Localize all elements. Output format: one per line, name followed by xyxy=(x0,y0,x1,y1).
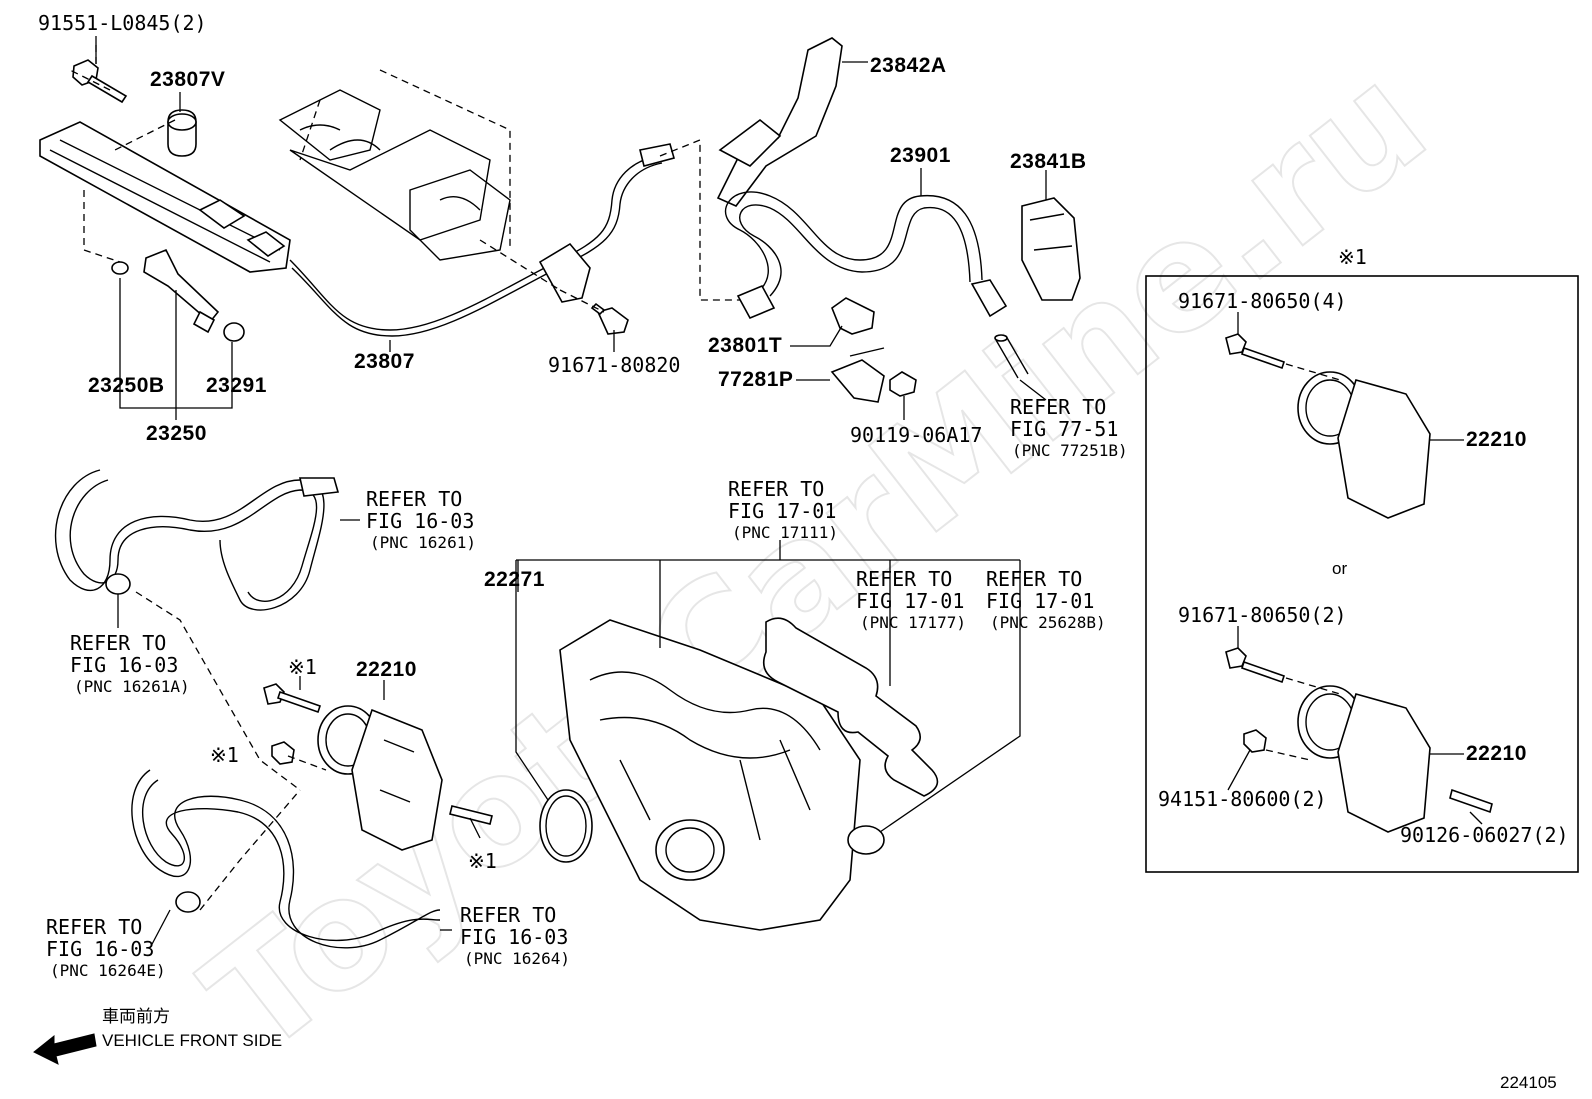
throttle-body-alt2-icon[interactable] xyxy=(1297,685,1431,833)
label-22271[interactable]: 22271 xyxy=(484,568,545,591)
gasket-22271-icon[interactable] xyxy=(539,789,593,863)
water-hose-upper-icon[interactable] xyxy=(54,469,340,611)
ref-16264-line2: FIG 16-03 xyxy=(460,925,568,949)
label-22210-box1[interactable]: 22210 xyxy=(1466,428,1527,451)
ref-16261-line3: (PNC 16261) xyxy=(370,533,476,552)
label-23841B[interactable]: 23841B xyxy=(1010,150,1087,173)
label-23291[interactable]: 23291 xyxy=(206,374,267,397)
ref-7751-line3: (PNC 77251B) xyxy=(1012,441,1128,460)
label-90126-06027[interactable]: 90126-06027(2) xyxy=(1400,823,1569,847)
hose-fig77-51-icon[interactable] xyxy=(994,334,1029,379)
collar-23807V-icon[interactable] xyxy=(167,109,197,157)
front-marker-english: VEHICLE FRONT SIDE xyxy=(102,1031,282,1050)
label-22210-main[interactable]: 22210 xyxy=(356,658,417,681)
mark-x1-a: ※1 xyxy=(288,655,317,679)
ref-16261A-line2: FIG 16-03 xyxy=(70,653,178,677)
bracket-23842A-icon[interactable] xyxy=(716,37,843,207)
ref-16264E-line1: REFER TO xyxy=(46,915,142,939)
clamp-16261A-icon[interactable] xyxy=(105,573,131,595)
front-marker-japanese: 車両前方 xyxy=(102,1007,170,1026)
label-23250B[interactable]: 23250B xyxy=(88,374,165,397)
clamp-23801T-icon[interactable] xyxy=(831,297,875,335)
fuel-injector-icon[interactable] xyxy=(143,248,220,334)
label-23807V[interactable]: 23807V xyxy=(150,68,225,91)
fuel-pipe-23807-icon[interactable] xyxy=(289,143,675,337)
bolt-90119-icon[interactable] xyxy=(889,371,917,397)
ref-17177-line1: REFER TO xyxy=(856,567,952,591)
ref-7751-line2: FIG 77-51 xyxy=(1010,417,1118,441)
label-22210-box2[interactable]: 22210 xyxy=(1466,742,1527,765)
ref-17177-line2: FIG 17-01 xyxy=(856,589,964,613)
label-23842A[interactable]: 23842A xyxy=(870,54,947,77)
ref-17177-line3: (PNC 17177) xyxy=(860,613,966,632)
ref-25628B-line3: (PNC 25628B) xyxy=(990,613,1106,632)
alternative-or: or xyxy=(1332,559,1347,578)
bolt-x1-a-icon[interactable] xyxy=(263,683,322,714)
stud-90126-icon[interactable] xyxy=(1449,788,1493,814)
label-91551-L0845[interactable]: 91551-L0845(2) xyxy=(38,11,207,35)
callout-marker: ※1 xyxy=(1338,245,1367,269)
ref-16264-line1: REFER TO xyxy=(460,903,556,927)
label-23250[interactable]: 23250 xyxy=(146,422,207,445)
bracket-23841B-icon[interactable] xyxy=(1021,197,1081,301)
nut-94151-icon[interactable] xyxy=(1243,729,1267,753)
label-77281P[interactable]: 77281P xyxy=(718,368,793,391)
label-90119-06A17[interactable]: 90119-06A17 xyxy=(850,423,982,447)
watermark: ToyotaCarMine.ru xyxy=(175,33,1457,1088)
intake-manifold-icon[interactable] xyxy=(559,619,861,931)
label-23901[interactable]: 23901 xyxy=(890,144,951,167)
front-direction-arrow-icon xyxy=(33,1033,97,1065)
label-91671-80650-2[interactable]: 91671-80650(2) xyxy=(1178,603,1347,627)
label-91671-80650-4[interactable]: 91671-80650(4) xyxy=(1178,289,1347,313)
ref-16264-line3: (PNC 16264) xyxy=(464,949,570,968)
o-ring-23250B-icon[interactable] xyxy=(111,261,129,275)
label-23801T[interactable]: 23801T xyxy=(708,334,782,357)
ref-17111-line2: FIG 17-01 xyxy=(728,499,836,523)
ref-16261A-line3: (PNC 16261A) xyxy=(74,677,190,696)
gasket-17177-icon[interactable] xyxy=(762,617,939,797)
stud-x1-c-icon[interactable] xyxy=(449,805,493,825)
ref-7751-line1: REFER TO xyxy=(1010,395,1106,419)
ref-16264E-line2: FIG 16-03 xyxy=(46,937,154,961)
throttle-body-alt1-icon[interactable] xyxy=(1297,371,1431,519)
label-91671-80820[interactable]: 91671-80820 xyxy=(548,353,680,377)
diagram-id: 224105 xyxy=(1500,1073,1557,1092)
ref-25628B-line2: FIG 17-01 xyxy=(986,589,1094,613)
mark-x1-c: ※1 xyxy=(468,849,497,873)
mark-x1-b: ※1 xyxy=(210,743,239,767)
clamp-16264E-icon[interactable] xyxy=(175,891,201,913)
callout-box xyxy=(1145,275,1579,873)
ref-25628B-line1: REFER TO xyxy=(986,567,1082,591)
bolt-box1-icon[interactable] xyxy=(1225,333,1286,370)
gasket-25628B-icon[interactable] xyxy=(847,825,885,855)
ref-16261-line1: REFER TO xyxy=(366,487,462,511)
nut-x1-b-icon[interactable] xyxy=(271,741,295,765)
bracket-77281P-icon[interactable] xyxy=(830,347,885,403)
ref-16261-line2: FIG 16-03 xyxy=(366,509,474,533)
ref-17111-line1: REFER TO xyxy=(728,477,824,501)
ref-16261A-line1: REFER TO xyxy=(70,631,166,655)
engine-block-outline xyxy=(278,69,511,261)
fuel-rail-icon[interactable] xyxy=(39,121,291,273)
water-hose-lower-icon[interactable] xyxy=(131,769,441,949)
throttle-body-main-icon[interactable] xyxy=(317,705,443,851)
label-23807[interactable]: 23807 xyxy=(354,350,415,373)
ref-16264E-line3: (PNC 16264E) xyxy=(50,961,166,980)
label-94151-80600[interactable]: 94151-80600(2) xyxy=(1158,787,1327,811)
ref-17111-line3: (PNC 17111) xyxy=(732,523,838,542)
insulator-23291-icon[interactable] xyxy=(223,322,245,342)
hose-23901-icon[interactable] xyxy=(724,191,1008,320)
bolt-box2-icon[interactable] xyxy=(1225,647,1286,684)
bolt-91671-80820-icon[interactable] xyxy=(590,302,629,335)
bolt-91551-icon[interactable] xyxy=(72,59,128,104)
